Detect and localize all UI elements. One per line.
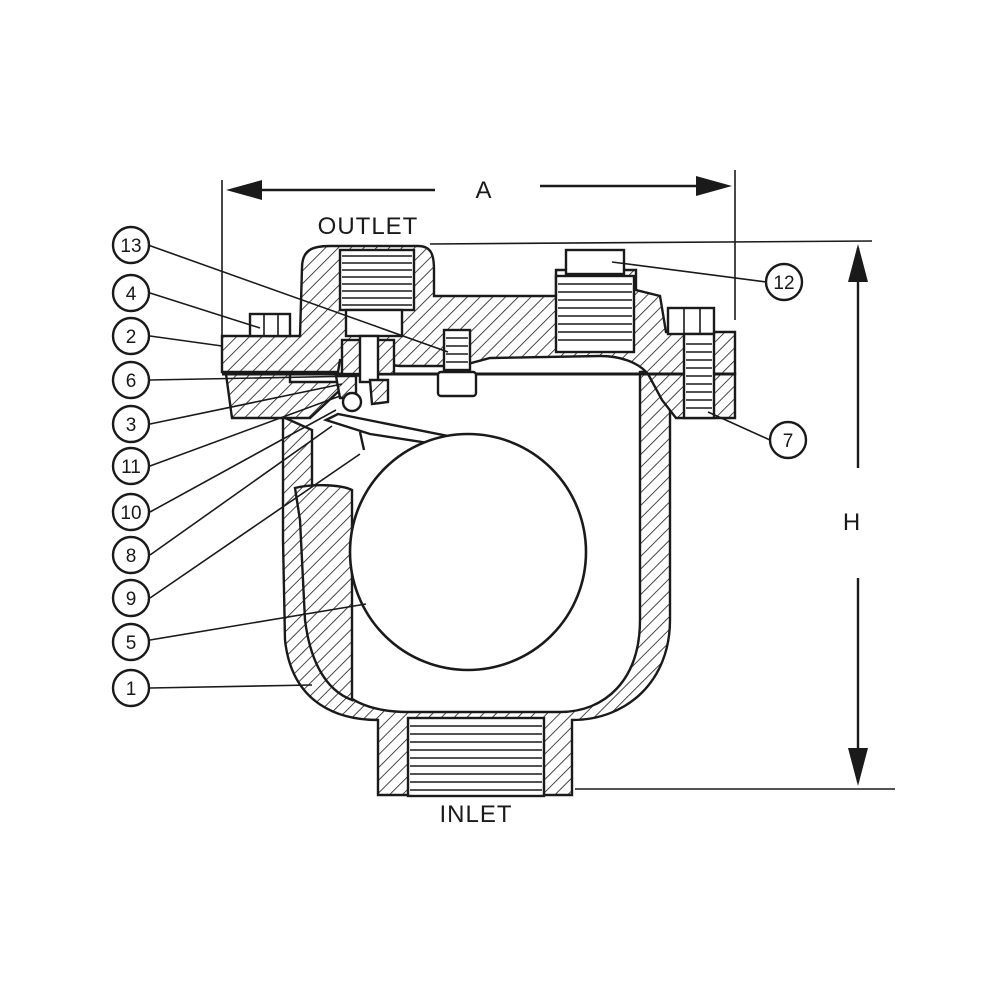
valve-cover: [220, 244, 737, 376]
svg-text:12: 12: [773, 273, 794, 294]
dimension-a-label: A: [475, 177, 492, 204]
bolt-4: [248, 312, 292, 338]
svg-text:9: 9: [126, 589, 137, 610]
outlet-threads: [342, 255, 412, 306]
plug-12: [554, 248, 636, 354]
svg-text:11: 11: [121, 457, 141, 478]
callout-11: 11: [111, 446, 151, 486]
bolt-7: [666, 306, 716, 420]
callout-10: 10: [111, 492, 151, 532]
callout-5: 5: [111, 622, 151, 662]
outlet-label: OUTLET: [318, 213, 419, 240]
svg-text:5: 5: [126, 633, 137, 654]
svg-text:13: 13: [120, 236, 141, 257]
svg-text:3: 3: [126, 415, 137, 436]
dimension-a: A: [221, 170, 736, 342]
svg-text:7: 7: [783, 431, 794, 452]
valve-body: [281, 368, 672, 798]
callout-9: 9: [111, 578, 151, 618]
leader-lines: [147, 244, 771, 689]
callout-13: 13: [111, 225, 151, 265]
callout-6: 6: [111, 360, 151, 400]
callout-8: 8: [111, 535, 151, 575]
callout-7: 7: [768, 420, 808, 460]
svg-text:1: 1: [126, 679, 137, 700]
orifice-seat: [334, 334, 396, 413]
svg-text:8: 8: [126, 546, 137, 567]
callout-12: 12: [764, 262, 804, 302]
callout-3: 3: [111, 404, 151, 444]
svg-text:6: 6: [126, 371, 137, 392]
dimension-h: H: [429, 240, 895, 790]
svg-text:10: 10: [120, 503, 141, 524]
callout-2: 2: [111, 316, 151, 356]
dimension-h-label: H: [843, 509, 861, 536]
callout-4: 4: [111, 273, 151, 313]
screw-13: [436, 328, 478, 398]
svg-text:4: 4: [126, 284, 137, 305]
callout-1: 1: [111, 668, 151, 708]
inlet-label: INLET: [439, 801, 512, 828]
svg-text:2: 2: [126, 327, 137, 348]
float-ball-5: [348, 432, 588, 672]
inlet-threads: [410, 725, 542, 791]
